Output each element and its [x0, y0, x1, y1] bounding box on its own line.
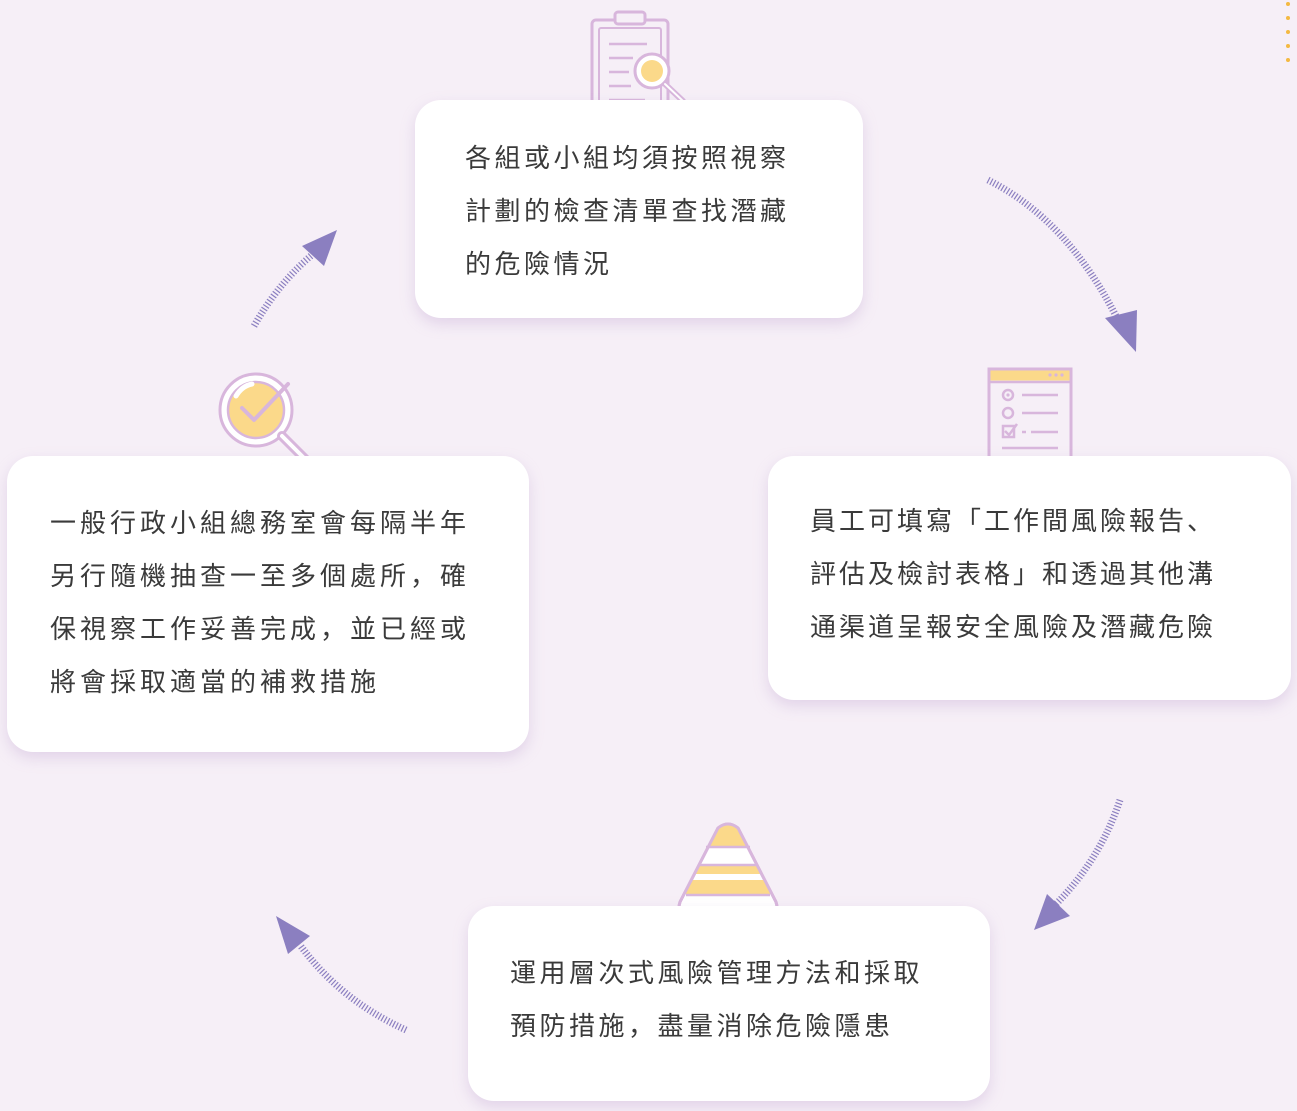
arrow-left-to-top	[250, 230, 337, 328]
text-line: 預防措施，盡量消除危險隱患	[510, 1012, 894, 1042]
decorative-dots	[1286, 2, 1290, 62]
text-line: 各組或小組均須按照視察	[465, 144, 790, 174]
text-line: 的危險情況	[465, 250, 613, 280]
text-line: 員工可填寫「工作間風險報告、	[810, 507, 1217, 537]
step-card-random-audit: 一般行政小組總務室會每隔半年 另行隨機抽查一至多個處所，確 保視察工作妥善完成，…	[7, 456, 529, 752]
text-line: 評估及檢討表格」和透過其他溝	[810, 560, 1217, 590]
step-text: 一般行政小組總務室會每隔半年 另行隨機抽查一至多個處所，確 保視察工作妥善完成，…	[50, 498, 505, 710]
step-card-staff-reporting: 員工可填寫「工作間風險報告、 評估及檢討表格」和透過其他溝 通渠道呈報安全風險及…	[768, 456, 1291, 700]
step-text: 員工可填寫「工作間風險報告、 評估及檢討表格」和透過其他溝 通渠道呈報安全風險及…	[810, 496, 1260, 655]
arrow-top-to-right	[986, 176, 1137, 352]
step-text: 各組或小組均須按照視察 計劃的檢查清單查找潛藏 的危險情況	[465, 133, 835, 292]
arrow-right-to-bottom	[1034, 798, 1124, 930]
text-line: 另行隨機抽查一至多個處所，確	[50, 562, 471, 592]
text-line: 保視察工作妥善完成，並已經或	[50, 615, 471, 645]
step-card-risk-management: 運用層次式風險管理方法和採取 預防措施，盡量消除危險隱患	[468, 906, 990, 1101]
pyramid-icon	[677, 822, 779, 917]
text-line: 一般行政小組總務室會每隔半年	[50, 509, 471, 539]
text-line: 通渠道呈報安全風險及潛藏危險	[810, 613, 1217, 643]
step-card-inspection-checklist: 各組或小組均須按照視察 計劃的檢查清單查找潛藏 的危險情況	[415, 100, 863, 318]
text-line: 計劃的檢查清單查找潛藏	[465, 197, 790, 227]
step-text: 運用層次式風險管理方法和採取 預防措施，盡量消除危險隱患	[510, 948, 960, 1054]
text-line: 將會採取適當的補救措施	[50, 668, 381, 698]
text-line: 運用層次式風險管理方法和採取	[510, 959, 924, 989]
arrow-bottom-to-left	[276, 916, 408, 1034]
